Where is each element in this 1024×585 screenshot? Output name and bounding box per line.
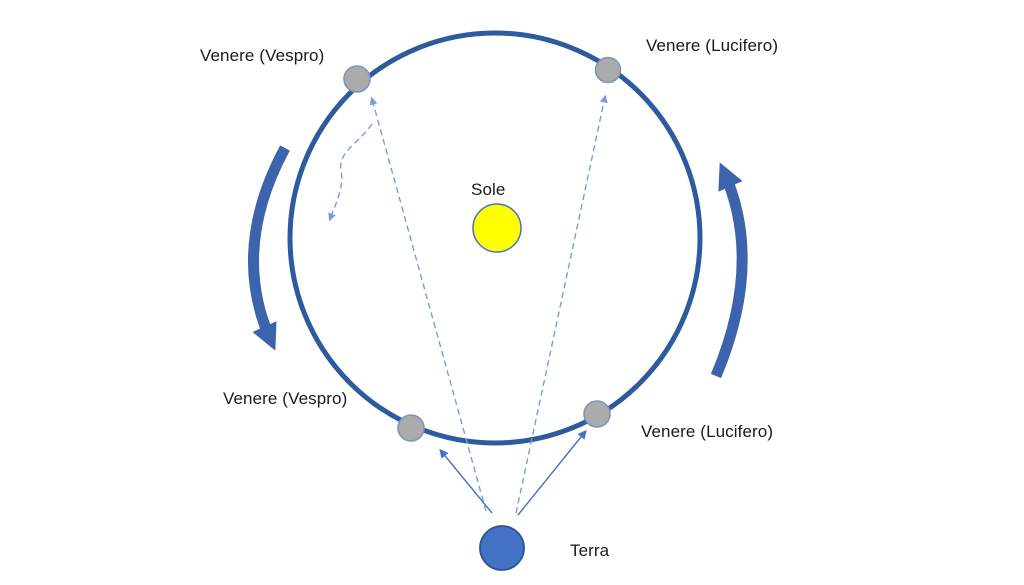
sightline-earth-to-venus-evening-top [369,96,487,512]
venus-morning-top-marker [594,56,622,84]
venus-evening-top-marker [343,65,371,93]
venus-orbit-circle [287,30,703,446]
label-sun: Sole [471,180,506,199]
label-earth: Terra [570,541,610,560]
sightline-earth-to-venus-morning-bottom [517,429,587,516]
label-venus-evening-top: Venere (Vespro) [200,46,325,65]
earth-circle [479,525,525,571]
label-venus-morning-bottom: Venere (Lucifero) [641,422,774,441]
label-venus-evening-bottom: Venere (Vespro) [223,389,348,408]
orbit-direction-arrow-left [248,145,290,351]
venus-evening-bottom-marker [397,414,425,442]
sightline-earth-to-venus-morning-top [515,94,608,514]
venus-morning-bottom-marker [583,400,611,428]
orbit-direction-arrow-right [710,162,748,379]
label-venus-morning-top: Venere (Lucifero) [646,36,779,55]
venus-motion-curve-arrow [328,123,373,222]
sightline-earth-to-venus-evening-bottom [439,448,493,514]
sun-circle [472,203,522,253]
